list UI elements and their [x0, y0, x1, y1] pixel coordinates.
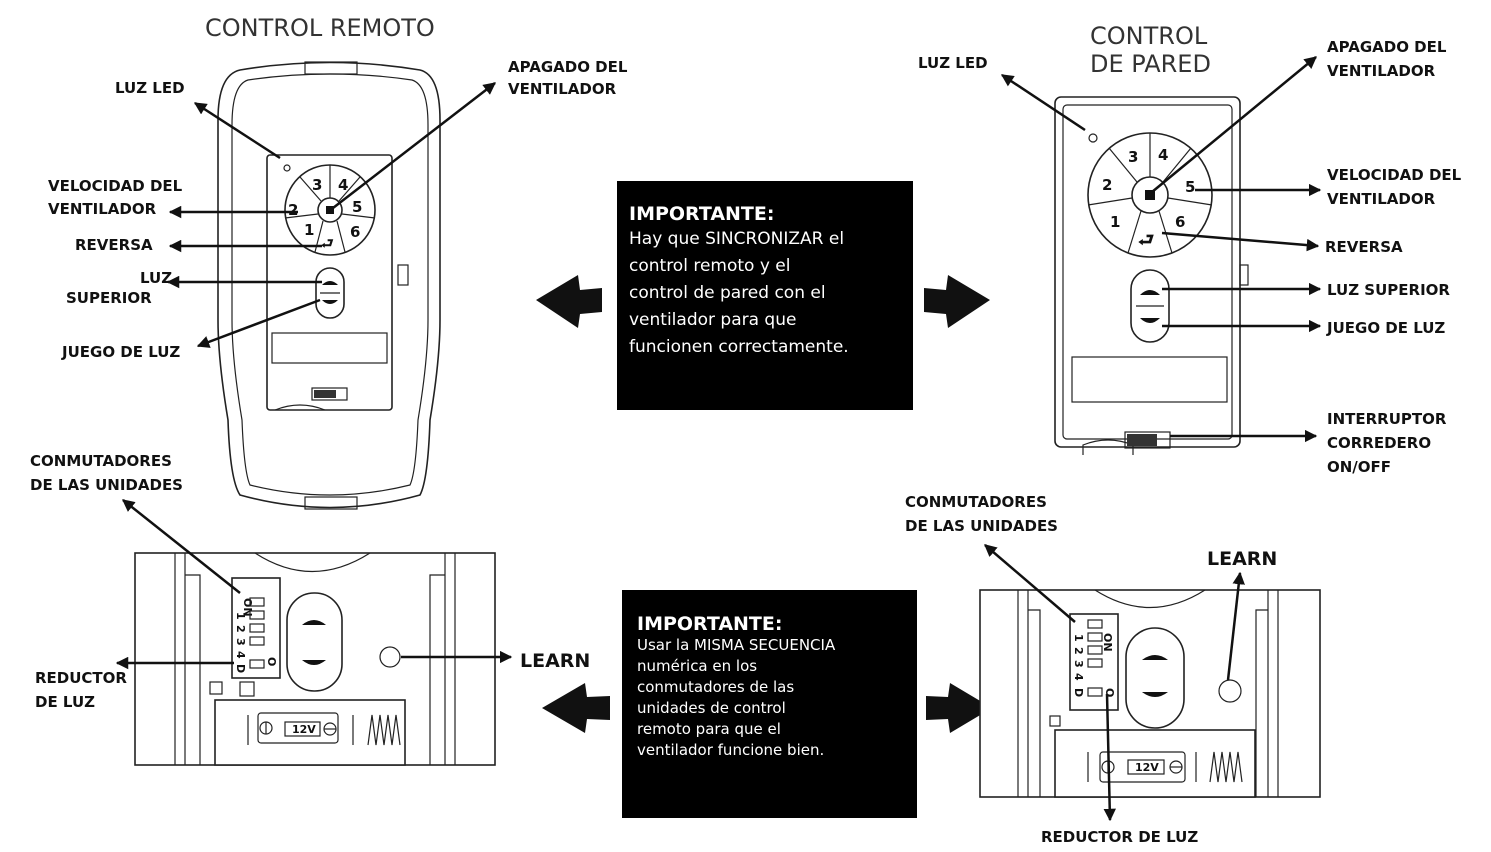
wall-back-view [979, 589, 1321, 798]
wall-speed-label-2: VENTILADOR [1327, 190, 1436, 208]
box2-line-5: remoto para que el [637, 720, 781, 738]
right-learn-label: LEARN [1207, 548, 1277, 570]
remote-speed-label-2: VENTILADOR [48, 200, 157, 218]
box2-line-2: numérica en los [637, 657, 757, 675]
remote-key-5: 5 [352, 198, 362, 216]
wall-fan-off-label-2: VENTILADOR [1327, 62, 1436, 80]
box1-heading: IMPORTANTE: [629, 203, 774, 225]
remote-key-6: 6 [350, 223, 360, 241]
box2-line-4: unidades de control [637, 699, 786, 717]
right-dip-label-2: DE LAS UNIDADES [905, 517, 1058, 535]
remote-dip-4: 4 [234, 651, 247, 659]
remote-title: CONTROL REMOTO [205, 14, 435, 42]
left-dimmer-label-2: DE LUZ [35, 693, 95, 711]
remote-dip-d: D [234, 664, 247, 673]
box1-right-arrow [924, 275, 990, 328]
right-dip-label-1: CONMUTADORES [905, 493, 1047, 511]
wall-dip-3: 3 [1072, 660, 1085, 668]
wall-dip-on: ON [1101, 633, 1114, 652]
wall-control-front: 3 4 2 5 1 6 ⮐ [1054, 96, 1249, 455]
box1-line-4: ventilador para que [629, 310, 796, 330]
wall-reverse-icon: ⮐ [1138, 230, 1154, 251]
left-dip-label-2: DE LAS UNIDADES [30, 476, 183, 494]
remote-control-front: 3 4 2 5 1 6 ⮐ [217, 61, 441, 510]
box1-line-1: Hay que SINCRONIZAR el [629, 229, 844, 249]
remote-key-1: 1 [304, 221, 314, 239]
box2-heading: IMPORTANTE: [637, 613, 782, 635]
wall-uplight-label: LUZ SUPERIOR [1327, 281, 1450, 299]
wall-key-4: 4 [1158, 146, 1168, 164]
box2-line-1: Usar la MISMA SECUENCIA [637, 636, 836, 654]
remote-key-2: 2 [288, 201, 298, 219]
wall-fan-off-label-1: APAGADO DEL [1327, 38, 1447, 56]
remote-fan-off-label-2: VENTILADOR [508, 80, 617, 98]
wall-title-line2: DE PARED [1090, 50, 1211, 78]
left-learn-label: LEARN [520, 650, 590, 672]
wall-key-3: 3 [1128, 148, 1138, 166]
wall-key-2: 2 [1102, 176, 1112, 194]
remote-led-label: LUZ LED [115, 79, 185, 97]
wall-title-line1: CONTROL [1090, 22, 1208, 50]
remote-dip-1: 1 [234, 612, 247, 620]
remote-dip-o: O [265, 657, 278, 666]
box1-line-3: control de pared con el [629, 283, 826, 303]
remote-light-set-label: JUEGO DE LUZ [61, 343, 180, 361]
wall-light-set-label: JUEGO DE LUZ [1326, 319, 1445, 337]
right-dimmer-label: REDUCTOR DE LUZ [1041, 828, 1198, 846]
wall-switch-label-1: INTERRUPTOR [1327, 410, 1447, 428]
remote-dip-on: ON [241, 598, 254, 617]
box2-line-6: ventilador funcione bien. [637, 741, 824, 759]
important-box-1 [617, 181, 913, 410]
remote-dip-3: 3 [234, 638, 247, 646]
wall-key-5: 5 [1185, 178, 1195, 196]
remote-key-4: 4 [338, 176, 348, 194]
remote-speed-label-1: VELOCIDAD DEL [48, 177, 183, 195]
remote-uplight-label-1: LUZ [140, 269, 172, 287]
left-dimmer-label-1: REDUCTOR [35, 669, 127, 687]
wall-reverse-label: REVERSA [1325, 238, 1403, 256]
remote-back-view [134, 552, 496, 766]
wall-switch-label-2: CORREDERO [1327, 434, 1431, 452]
wall-dip-1: 1 [1072, 634, 1085, 642]
box1-line-2: control remoto y el [629, 256, 790, 276]
box2-left-arrow [542, 683, 610, 733]
wall-dip-d: D [1072, 688, 1085, 697]
box2-right-arrow [926, 683, 992, 733]
wall-key-6: 6 [1175, 213, 1185, 231]
box1-left-arrow [536, 275, 602, 328]
wall-speed-label-1: VELOCIDAD DEL [1327, 166, 1462, 184]
remote-battery-label: 12V [292, 723, 316, 736]
remote-uplight-label-2: SUPERIOR [66, 289, 152, 307]
wall-battery-label: 12V [1135, 761, 1159, 774]
remote-reverse-label: REVERSA [75, 236, 153, 254]
wall-led-label: LUZ LED [918, 54, 988, 72]
remote-key-3: 3 [312, 176, 322, 194]
wall-dip-o: O [1103, 688, 1116, 697]
box2-line-3: conmutadores de las [637, 678, 794, 696]
wall-dip-switch: ON 1 2 3 4 O D [1072, 619, 1116, 697]
important-box-2 [622, 590, 917, 818]
remote-fan-off-label-1: APAGADO DEL [508, 58, 628, 76]
wall-key-1: 1 [1110, 213, 1120, 231]
wall-dip-4: 4 [1072, 673, 1085, 681]
remote-dip-switch: ON 1 2 3 4 O D [234, 597, 278, 673]
wall-switch-label-3: ON/OFF [1327, 458, 1391, 476]
box1-line-5: funcionen correctamente. [629, 337, 849, 357]
remote-dip-2: 2 [234, 625, 247, 633]
remote-reverse-icon: ⮐ [321, 236, 334, 252]
wall-dip-2: 2 [1072, 647, 1085, 655]
left-dip-label-1: CONMUTADORES [30, 452, 172, 470]
